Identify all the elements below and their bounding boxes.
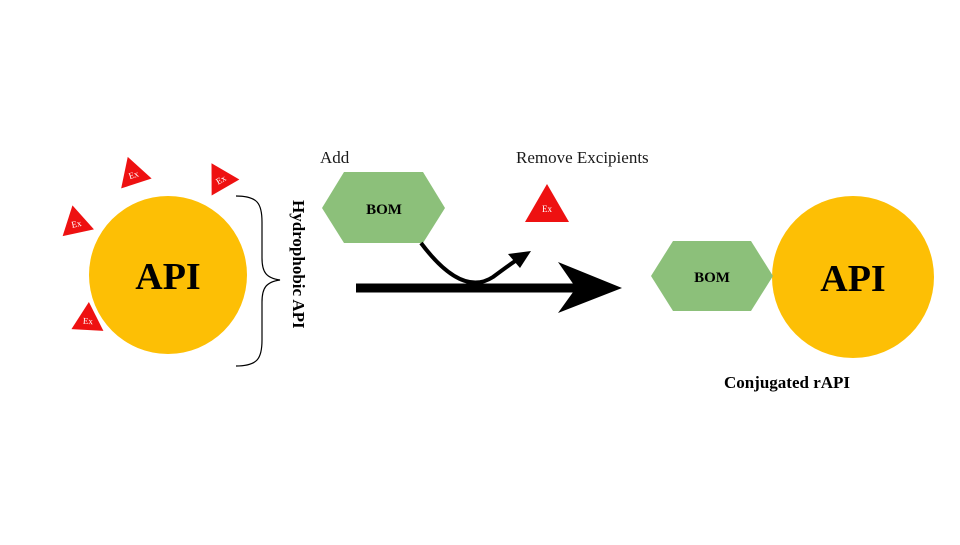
hydrophobic-api-label: Hydrophobic API	[289, 200, 308, 329]
right-api-circle	[772, 196, 934, 358]
svg-text:Ex: Ex	[70, 218, 82, 230]
svg-text:Ex: Ex	[83, 316, 94, 327]
right-api-group: API	[772, 196, 934, 358]
right-bom-label: BOM	[694, 270, 730, 286]
conjugated-rapi-caption: Conjugated rAPI	[724, 373, 850, 392]
removed-excipient-triangle: Ex	[525, 184, 569, 222]
excipient-triangle: Ex	[211, 163, 240, 196]
removal-curved-arrow	[419, 241, 531, 285]
add-label: Add	[320, 148, 350, 167]
svg-text:Ex: Ex	[127, 168, 140, 181]
left-api-group: API	[89, 196, 247, 354]
left-api-label: API	[135, 256, 200, 298]
middle-bom-hexagon: BOM	[322, 172, 445, 243]
excipient-triangle: Ex	[121, 156, 152, 189]
middle-bom-label: BOM	[366, 202, 402, 218]
reaction-arrow	[356, 262, 622, 313]
remove-excipients-label: Remove Excipients	[516, 148, 649, 167]
excipient-triangle: Ex	[71, 302, 104, 331]
right-bom-hexagon: BOM	[651, 241, 773, 311]
excipient-triangle: Ex	[62, 205, 94, 237]
left-api-circle	[89, 196, 247, 354]
curly-brace	[235, 195, 281, 367]
svg-text:Ex: Ex	[542, 204, 552, 214]
right-api-label: API	[820, 258, 885, 300]
left-excipients: Ex Ex Ex Ex	[62, 156, 240, 331]
